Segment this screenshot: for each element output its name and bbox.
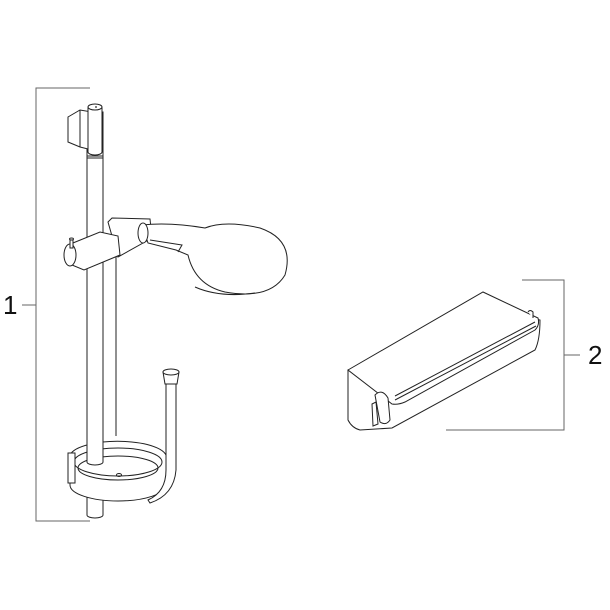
shower-rail-set xyxy=(63,103,288,519)
leader-bracket-2 xyxy=(446,279,580,431)
rail-rod xyxy=(86,111,104,466)
shelf-knob xyxy=(374,391,391,425)
callout-label-1: 1 xyxy=(3,290,18,320)
leader-bracket-1 xyxy=(22,87,90,522)
shower-shelf xyxy=(347,291,541,431)
callout-label-2: 2 xyxy=(588,340,603,370)
shower-hose xyxy=(147,379,177,504)
hand-shower xyxy=(141,223,288,295)
shelf-top xyxy=(347,291,540,405)
